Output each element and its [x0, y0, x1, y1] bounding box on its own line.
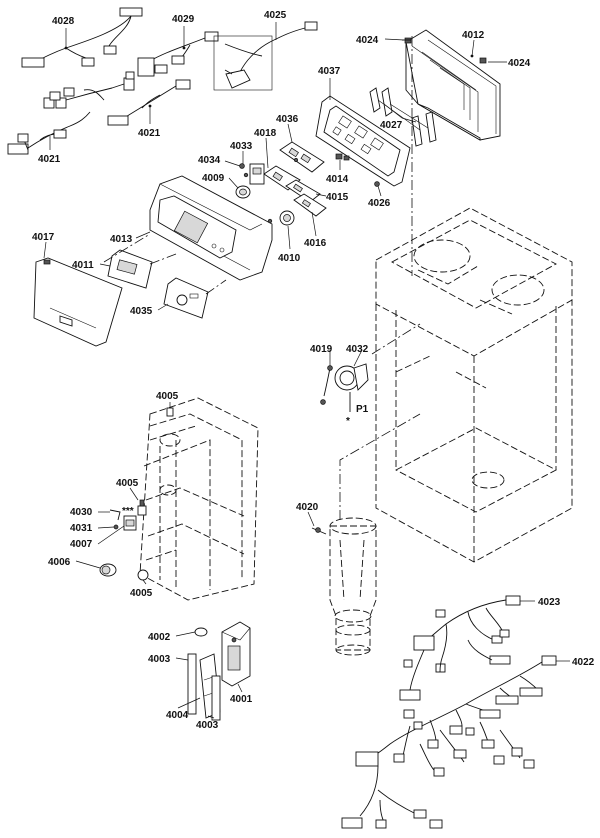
sensor-4005-bottom: [137, 569, 149, 581]
flue-pipe-4020: [311, 517, 377, 656]
harness-4023: [399, 595, 521, 701]
label-4023: 4023: [538, 597, 561, 608]
grommet-4006: [99, 563, 117, 577]
harness-4025: [213, 21, 318, 91]
label-4025: 4025: [264, 10, 287, 21]
label-4031: 4031: [70, 523, 93, 534]
board-holder-4037: [315, 95, 411, 187]
label-4024-left: 4024: [356, 35, 379, 46]
harness-4022: [341, 655, 557, 829]
label-4012: 4012: [462, 30, 485, 41]
label-4009: 4009: [202, 173, 225, 184]
control-box-4012: [405, 29, 501, 141]
label-4005-top: 4005: [156, 391, 179, 402]
module-4035: [163, 277, 209, 319]
label-4003-right: 4003: [196, 720, 219, 731]
fan-4032: [334, 363, 369, 412]
sensor-4019: [320, 365, 333, 405]
label-4015: 4015: [326, 192, 349, 203]
label-4034: 4034: [198, 155, 221, 166]
label-4013: 4013: [110, 234, 133, 245]
harness-4021-upper: [43, 71, 135, 109]
label-4005-bottom: 4005: [130, 588, 153, 599]
label-4028: 4028: [52, 16, 75, 27]
pcb-4036: [279, 141, 325, 173]
clip-4031: [113, 524, 119, 530]
label-4027: 4027: [380, 120, 403, 131]
screw-4024-left: [402, 37, 412, 44]
harness-4021-left: [7, 111, 91, 155]
harness-4029: [137, 31, 219, 77]
label-4029: 4029: [172, 14, 195, 25]
label-p1: P1: [356, 404, 369, 415]
label-4022: 4022: [572, 657, 595, 668]
sensor-4005-top: [166, 407, 174, 417]
seal-4003-right: [211, 675, 221, 721]
projection-line-flue: [339, 413, 421, 520]
label-4026: 4026: [368, 198, 391, 209]
screw-4024-right: [479, 57, 487, 64]
label-4006: 4006: [48, 557, 71, 568]
label-4017: 4017: [32, 232, 55, 243]
knob-4010: [279, 210, 295, 226]
screw-4034: [239, 163, 249, 178]
sensor-4007: [123, 515, 137, 531]
cap-4002: [194, 627, 208, 637]
screw-4026: [374, 181, 380, 187]
harness-4028: [21, 7, 143, 68]
heat-exchanger-outline: [139, 397, 259, 601]
projection-line-panel: [103, 233, 151, 263]
sensor-4005-mid: [137, 499, 147, 516]
label-4003-left: 4003: [148, 654, 171, 665]
label-4011: 4011: [72, 260, 94, 271]
label-4030: 4030: [70, 507, 93, 518]
label-4021-right: 4021: [138, 128, 161, 139]
label-4016: 4016: [304, 238, 327, 249]
label-4020: 4020: [296, 502, 319, 513]
label-4014: 4014: [326, 174, 349, 185]
label-4021-left: 4021: [38, 154, 61, 165]
label-4032: 4032: [346, 344, 369, 355]
label-star: *: [346, 416, 350, 427]
cover-4017: [33, 257, 123, 347]
label-4010: 4010: [278, 253, 301, 264]
harness-4021-right: [107, 79, 191, 126]
knob-4009: [235, 185, 251, 199]
label-4024-right: 4024: [508, 58, 531, 69]
boiler-casing-outline: [375, 207, 573, 563]
label-4037: 4037: [318, 66, 341, 77]
projection-line-fan: [371, 323, 421, 355]
label-4019: 4019: [310, 344, 333, 355]
label-4036: 4036: [276, 114, 299, 125]
label-4018: 4018: [254, 128, 277, 139]
leader-lines: [43, 22, 570, 719]
label-4004: 4004: [166, 710, 189, 721]
projection-line-display: [149, 253, 177, 265]
display-4011: [107, 249, 153, 289]
label-4033: 4033: [230, 141, 253, 152]
label-4005-mid: 4005: [116, 478, 139, 489]
igniter-4001: [221, 621, 251, 687]
seal-4003-left: [187, 653, 197, 715]
callout-labels: 4028 4029 4025 4024 4012 4024 4021 4021 …: [32, 10, 595, 731]
label-triple-star: ***: [122, 506, 134, 517]
clip-4030: [109, 509, 121, 521]
label-4002: 4002: [148, 632, 171, 643]
component-4014: [335, 153, 350, 161]
label-4007: 4007: [70, 539, 93, 550]
control-panel-4013: [149, 175, 273, 281]
label-4035: 4035: [130, 306, 153, 317]
label-4001: 4001: [230, 694, 253, 705]
projection-line-module: [205, 279, 227, 295]
module-4033: [249, 163, 265, 185]
pcb-4016: [293, 193, 327, 217]
